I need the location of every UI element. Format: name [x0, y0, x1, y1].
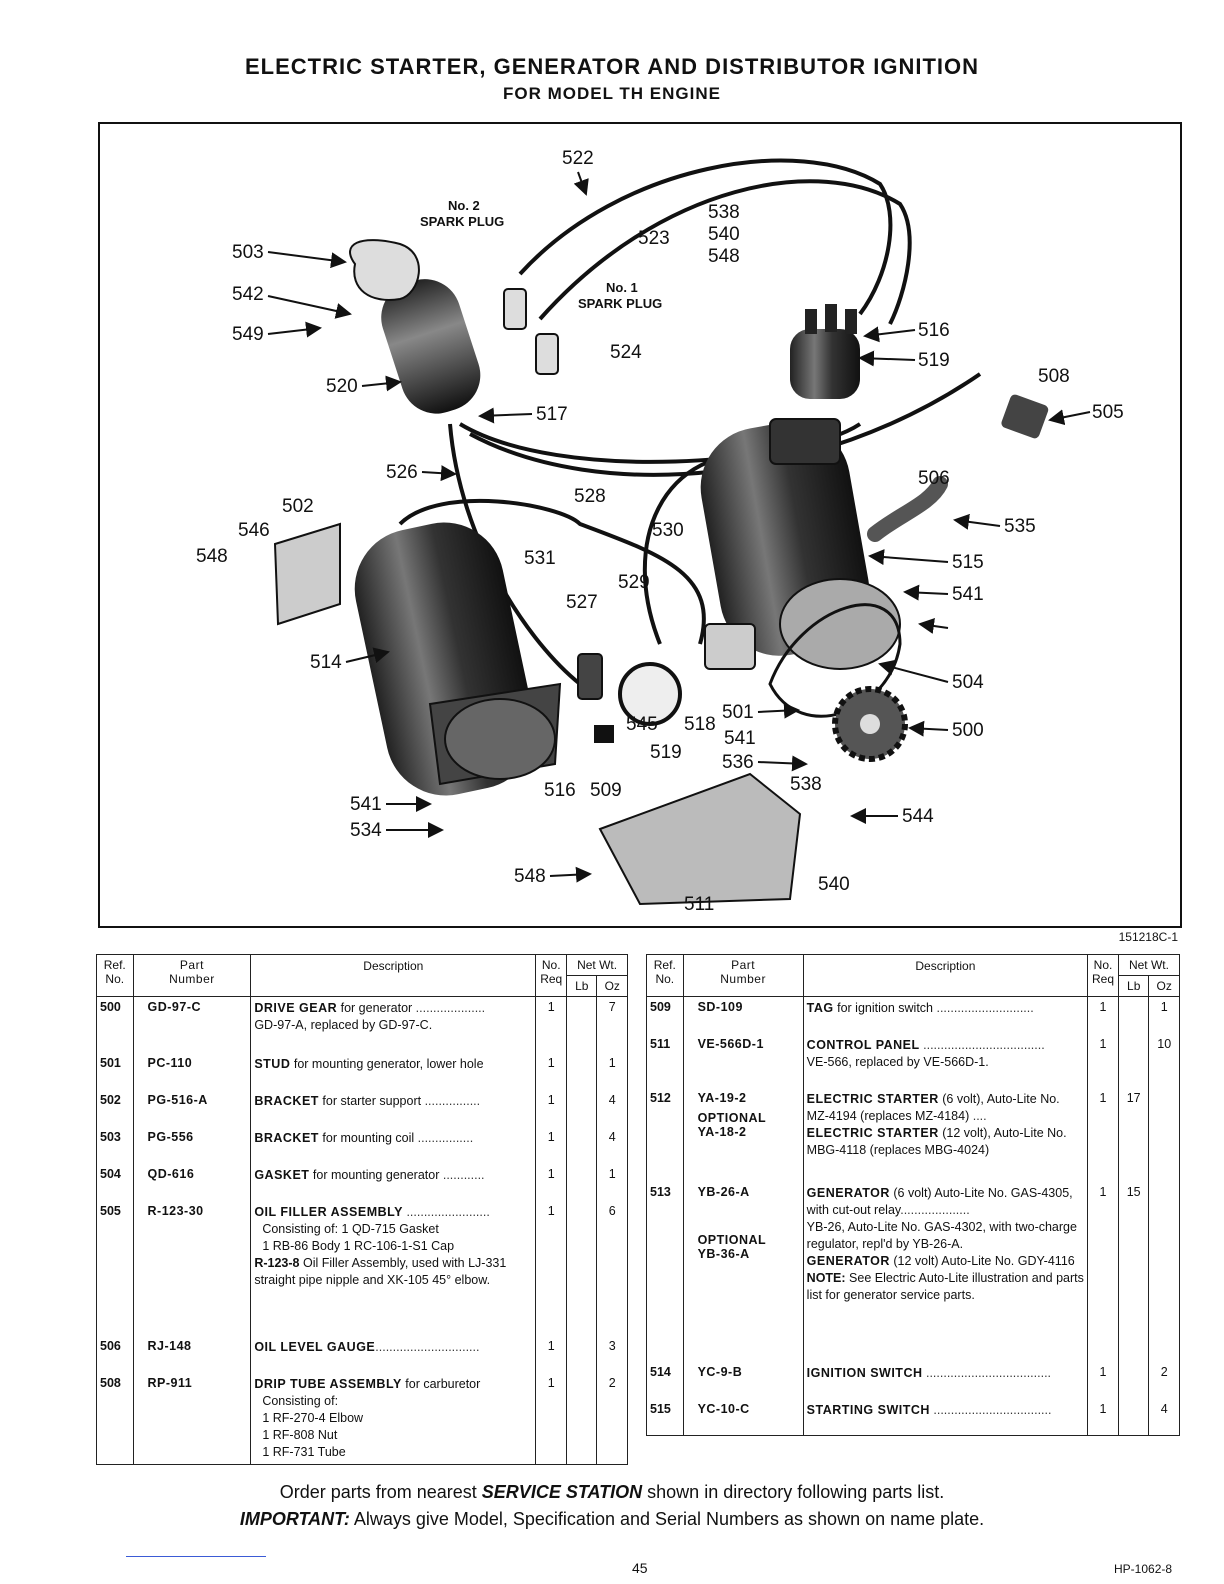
callout-538: 540 — [818, 874, 850, 895]
exploded-parts-illustration: 522 523 538 540 548 503 542 549 No. 2 SP… — [98, 122, 1182, 928]
callout-545: 548 — [514, 866, 546, 887]
callout-516: 516 — [918, 320, 950, 341]
callout-534: 534 — [350, 820, 382, 841]
callout-517: 517 — [536, 404, 568, 425]
oil-filler — [1001, 394, 1049, 439]
callout-511: 511 — [684, 894, 714, 915]
drive-gear — [832, 686, 908, 762]
callout-520: 520 — [326, 376, 358, 397]
callout-529: 529 — [618, 572, 650, 593]
callout-501: 501 — [722, 702, 754, 723]
divider — [126, 1556, 266, 1557]
table-row: 511 VE-566D-1 CONTROL PANEL ............… — [646, 1033, 1180, 1088]
callout-518: 519 — [650, 742, 682, 763]
callout-527: 527 — [566, 592, 598, 613]
callout-542: 546 — [238, 520, 270, 541]
callout-500: 500 — [952, 720, 984, 741]
callout-536-a: 538 — [708, 202, 740, 223]
table-row: 501 PC-110 STUD for mounting generator, … — [96, 1052, 628, 1090]
callout-530: 530 — [652, 520, 684, 541]
callout-519: 519 — [918, 350, 950, 371]
no1-plug-label-b: SPARK PLUG — [578, 296, 662, 311]
callout-512: 514 — [310, 652, 342, 673]
starter-bracket — [273, 522, 341, 626]
ignition-coil — [349, 239, 481, 414]
callout-536: 538 — [790, 774, 822, 795]
callout-540-c: 541 — [350, 794, 382, 815]
callout-524: 524 — [610, 342, 642, 363]
callout-503: 503 — [232, 242, 264, 263]
table-row: 515 YC-10-C STARTING SWITCH ............… — [646, 1398, 1180, 1436]
callout-515: 518 — [684, 714, 716, 735]
elbow — [867, 476, 948, 542]
table-row: 500 GD-97-C DRIVE GEAR for generator ...… — [96, 996, 628, 1053]
order-parts-note: Order parts from nearest SERVICE STATION… — [279, 1482, 945, 1502]
table-row: 506 RJ-148 OIL LEVEL GAUGE..............… — [96, 1335, 628, 1373]
callout-540-b: 541 — [724, 728, 756, 749]
callout-505: 505 — [1092, 402, 1124, 423]
callout-540-a: 541 — [952, 584, 984, 605]
table-row: 505 R-123-30 OIL FILLER ASSEMBLY .......… — [96, 1200, 628, 1336]
callout-508: 508 — [1038, 366, 1070, 387]
callout-538-a: 540 — [708, 224, 740, 245]
table-row: 503 PG-556 BRACKET for mounting coil ...… — [96, 1126, 628, 1164]
callout-533: 535 — [1004, 516, 1036, 537]
callout-548: 549 — [232, 324, 264, 345]
parts-diagram: 522 523 538 540 548 503 542 549 No. 2 SP… — [196, 148, 1124, 915]
callout-541: 545 — [626, 714, 658, 735]
electric-starter — [354, 522, 562, 796]
form-number: HP-1062-8 — [1114, 1562, 1173, 1576]
control-panel — [598, 772, 802, 906]
table-row: 502 PG-516-A BRACKET for starter support… — [96, 1089, 628, 1127]
generator — [700, 418, 901, 670]
figure-reference-code: 151218C-1 — [1118, 930, 1178, 944]
table-row: 509 SD-109 TAG for ignition switch .....… — [646, 996, 1180, 1034]
callout-523: 523 — [638, 228, 670, 249]
callout-535: 536 — [722, 752, 754, 773]
callout-522: 522 — [562, 148, 594, 169]
table-row: 514 YC-9-B IGNITION SWITCH .............… — [646, 1361, 1180, 1399]
page-title: ELECTRIC STARTER, GENERATOR AND DISTRIBU… — [244, 54, 979, 79]
callout-502: 502 — [282, 496, 314, 517]
gauge-and-switches — [577, 623, 756, 743]
spark-plugs — [503, 288, 559, 375]
callout-504: 504 — [952, 672, 984, 693]
table-row: 504 QD-616 GASKET for mounting generator… — [96, 1163, 628, 1201]
no1-plug-label-a: No. 1 — [606, 280, 638, 295]
callout-546: 548 — [196, 546, 228, 567]
callout-539: 542 — [232, 284, 264, 305]
callout-544: 544 — [902, 806, 934, 827]
callout-531: 531 — [524, 548, 556, 569]
no2-plug-label-a: No. 2 — [448, 198, 480, 213]
callout-526: 526 — [386, 462, 418, 483]
no2-plug-label-b: SPARK PLUG — [420, 214, 504, 229]
callout-506: 506 — [918, 468, 950, 489]
distributor — [790, 304, 860, 399]
callout-509: 509 — [590, 780, 622, 801]
gasket — [768, 603, 902, 718]
callout-514: 516 — [544, 780, 576, 801]
callout-528: 528 — [574, 486, 606, 507]
page-number: 45 — [632, 1560, 648, 1576]
callout-513: 515 — [952, 552, 984, 573]
callout-546-a: 548 — [708, 246, 740, 267]
callout-labels: 522 523 538 540 548 503 542 549 No. 2 SP… — [196, 148, 1124, 915]
important-note: IMPORTANT: Always give Model, Specificat… — [239, 1509, 985, 1529]
table-row: 508 RP-911 DRIP TUBE ASSEMBLY for carbur… — [96, 1372, 628, 1465]
page-subtitle: FOR MODEL TH ENGINE — [503, 84, 721, 103]
